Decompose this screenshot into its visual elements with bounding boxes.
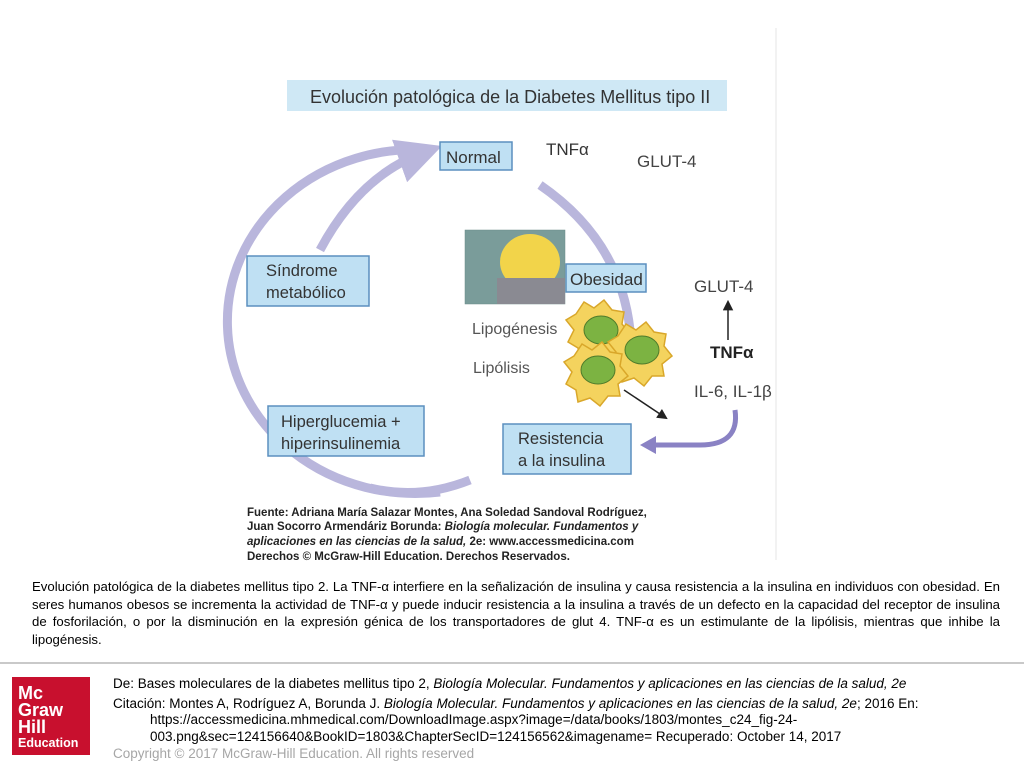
stage-obesity: Obesidad <box>565 263 647 293</box>
glut4-top-label: GLUT-4 <box>637 152 697 171</box>
diabetes-evolution-diagram: Evolución patológica de la Diabetes Mell… <box>222 28 777 563</box>
svg-text:a la insulina: a la insulina <box>518 452 606 470</box>
stage-metabolic-syndrome: Síndrome metabólico <box>246 255 370 307</box>
tnf-alpha-right-label: TNFα <box>710 343 754 362</box>
figure-source: Fuente: Adriana María Salazar Montes, An… <box>247 507 647 563</box>
mcgraw-hill-logo: Mc Graw Hill Education <box>12 677 90 755</box>
svg-text:Fuente: Adriana María Salazar: Fuente: Adriana María Salazar Montes, An… <box>247 507 647 519</box>
cells-to-resistance-arrow <box>623 389 668 420</box>
citation: Citación: Montes A, Rodríguez A, Borunda… <box>113 696 919 711</box>
tnf-alpha-top-label: TNFα <box>546 140 589 159</box>
stage-insulin-resistance: Resistencia a la insulina <box>502 423 632 475</box>
svg-text:Hiperglucemia +: Hiperglucemia + <box>281 413 401 431</box>
divider <box>0 662 1024 664</box>
cycle-ring <box>222 145 441 498</box>
title-banner <box>287 80 727 111</box>
svg-text:aplicaciones en las ciencias d: aplicaciones en las ciencias de la salud… <box>247 536 634 548</box>
diagram-title: Evolución patológica de la Diabetes Mell… <box>310 87 710 107</box>
figure-caption: Evolución patológica de la diabetes mell… <box>32 579 1000 647</box>
svg-text:Síndrome: Síndrome <box>266 262 338 280</box>
obese-person-image <box>464 229 566 305</box>
adipocyte-cells <box>562 298 674 408</box>
svg-text:Normal: Normal <box>446 148 501 167</box>
citation-url-line2: 003.png&sec=124156640&BookID=1803&Chapte… <box>150 729 842 744</box>
svg-text:Derechos © McGraw-Hill Educati: Derechos © McGraw-Hill Education. Derech… <box>247 551 570 563</box>
svg-text:Juan Socorro Armendáriz Borund: Juan Socorro Armendáriz Borunda: Biologí… <box>247 521 639 533</box>
lipogenesis-label: Lipogénesis <box>472 321 557 338</box>
il-to-resistance-arrow <box>652 409 739 448</box>
cycle-arrow-right <box>537 181 635 331</box>
source-reference: De: Bases moleculares de la diabetes mel… <box>113 676 907 691</box>
glut4-right-label: GLUT-4 <box>694 277 754 296</box>
cycle-arrow-top <box>316 139 442 253</box>
svg-text:Resistencia: Resistencia <box>518 430 604 448</box>
svg-text:Obesidad: Obesidad <box>570 270 643 289</box>
il-label: IL-6, IL-1β <box>694 382 772 401</box>
svg-text:metabólico: metabólico <box>266 284 346 302</box>
stage-normal: Normal <box>439 141 513 171</box>
citation-url-line1: https://accessmedicina.mhmedical.com/Dow… <box>150 712 798 727</box>
lipolysis-label: Lipólisis <box>473 360 530 377</box>
copyright-notice: Copyright © 2017 McGraw-Hill Education. … <box>113 746 475 761</box>
svg-text:hiperinsulinemia: hiperinsulinemia <box>281 435 401 453</box>
il-to-resistance-arrowhead <box>640 436 656 454</box>
cycle-arrow-bottom <box>368 475 472 497</box>
stage-hyperglycemia: Hiperglucemia + hiperinsulinemia <box>267 405 425 457</box>
